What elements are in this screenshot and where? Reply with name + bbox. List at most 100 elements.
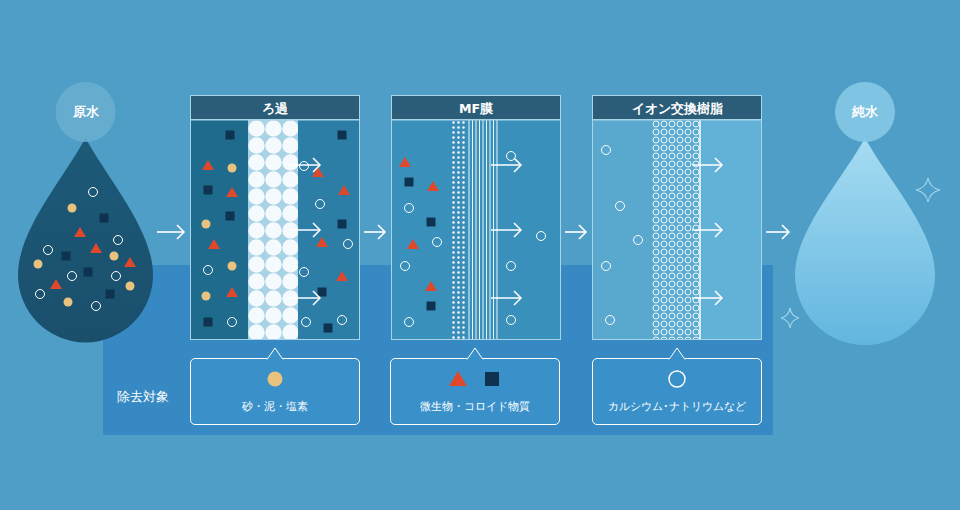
ion-particle [433, 238, 442, 247]
panel-border [191, 120, 360, 340]
colloid-particle [405, 178, 414, 187]
target-icon [190, 359, 360, 395]
ion-particle [114, 236, 123, 245]
ion-icon [669, 371, 685, 387]
sparkle-star [916, 178, 940, 202]
microbe-particle [316, 237, 328, 247]
colloid-particle [226, 131, 235, 140]
impurities [34, 188, 137, 311]
panel-border [392, 120, 561, 340]
flow-arrow-head [313, 291, 320, 305]
shape-group [399, 157, 442, 327]
ion-particle [92, 302, 101, 311]
shape-line [472, 120, 473, 340]
panel-header: MF膜 [391, 95, 561, 120]
prefilter-layer [451, 120, 467, 340]
panel-node: ろ過 [190, 95, 360, 340]
shape-line [468, 359, 483, 361]
ion-particle [634, 236, 643, 245]
colloid-particle [324, 324, 333, 333]
callout-tail [592, 346, 762, 360]
water-drop [795, 138, 935, 345]
ion-particle [44, 246, 53, 255]
microbe-particle [50, 279, 62, 289]
flow-arrow-line [692, 164, 722, 166]
colloid-particle [338, 220, 347, 229]
flow-arrow-head [715, 291, 722, 305]
removal-target: 砂・泥・塩素 [191, 398, 359, 416]
shape-line [670, 359, 685, 361]
shape-line [483, 120, 484, 340]
flow-arrow-line [692, 229, 722, 231]
ion-particle [68, 272, 77, 281]
shape-path [267, 348, 283, 360]
microbe-particle [407, 239, 419, 249]
colloid-particle [84, 268, 93, 277]
sand-icon [268, 372, 283, 387]
shape-line [490, 120, 491, 340]
flow-arrow-head [313, 158, 320, 172]
colloid-particle [427, 218, 436, 227]
shape-line [479, 120, 480, 340]
drop-node: 原水 [18, 80, 153, 344]
panel-ground [391, 120, 561, 340]
ion-particle [316, 200, 325, 209]
ion-particle [405, 204, 414, 213]
sand-particle [68, 204, 77, 213]
ion-particle [507, 262, 516, 271]
shape-line [486, 120, 487, 340]
flow-arrow-line [290, 297, 320, 299]
target-icon [390, 359, 560, 395]
callout-tail [390, 346, 560, 360]
shape-path [467, 348, 483, 360]
shape-group [190, 120, 360, 340]
ion-particle [338, 316, 347, 325]
drop-label: 純水 [795, 103, 935, 121]
sand-particle [228, 164, 237, 173]
microbe-particle [336, 271, 348, 281]
shape-group [592, 120, 762, 340]
ion-particle [36, 290, 45, 299]
microbe-particle [90, 243, 102, 253]
panel-header: ろ過 [190, 95, 360, 120]
shape-line [476, 120, 477, 340]
sparkle-star [781, 308, 799, 328]
shape-path [669, 348, 685, 360]
sand-particle [126, 282, 135, 291]
flow-arrow [364, 231, 385, 233]
ion-particle [616, 202, 625, 211]
flow-arrow-head [715, 158, 722, 172]
microbe-particle [202, 160, 214, 170]
flow-arrow-line [692, 297, 722, 299]
panel-header: イオン交換樹脂 [592, 95, 762, 120]
microbe-particle [425, 281, 437, 291]
flow-arrow-head [313, 223, 320, 237]
section-label: 除去対象 [117, 389, 169, 405]
sand-particle [110, 252, 119, 261]
water-drop [18, 138, 153, 343]
panel-body [391, 120, 561, 340]
flow-arrow-head [514, 223, 521, 237]
flow-arrow-line [290, 164, 320, 166]
panel-node: イオン交換樹脂 [592, 95, 762, 340]
flow-arrow-head [514, 158, 521, 172]
ion-particle [302, 318, 311, 327]
microbe-particle [399, 157, 411, 167]
colloid-particle [62, 252, 71, 261]
ion-particle [300, 268, 309, 277]
sand-particle [64, 298, 73, 307]
flow-arrow-line [491, 297, 521, 299]
ion-particle [606, 316, 615, 325]
drop-shape [18, 80, 153, 344]
ion-particle [300, 162, 309, 171]
sand-particle [228, 262, 237, 271]
shape-line [469, 120, 470, 340]
colloid-particle [100, 214, 109, 223]
inlet-side [592, 120, 652, 340]
microbe-particle [74, 227, 86, 237]
flow-arrow-head [715, 223, 722, 237]
colloid-particle [427, 302, 436, 311]
target-icon [592, 359, 762, 395]
drop-shape [795, 80, 935, 346]
